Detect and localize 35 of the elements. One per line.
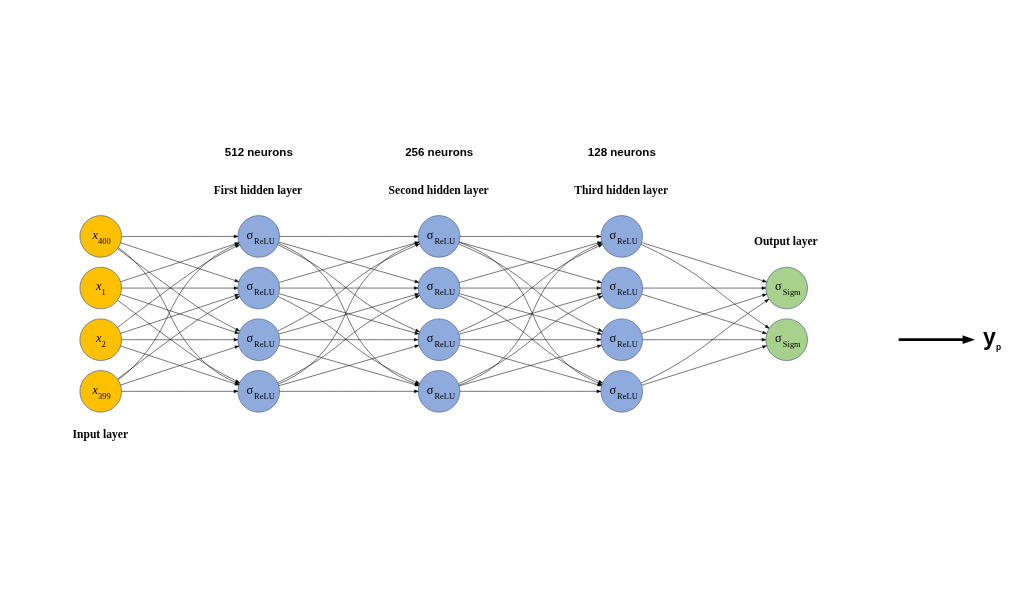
label: 512 neurons: [224, 145, 293, 158]
label: Second hidden layer: [388, 183, 489, 197]
label: Input layer: [72, 427, 129, 441]
label: Third hidden layer: [574, 183, 669, 197]
node-circle: x$_{1}$: [79, 266, 122, 309]
node-text: y$_{p}$: [982, 323, 1002, 352]
arrow: [898, 334, 975, 344]
node-circle: x$_{2}$: [79, 318, 122, 361]
arrow: [278, 241, 420, 283]
arrow: [641, 241, 767, 282]
arrow: [121, 337, 239, 341]
label: Output layer: [753, 234, 818, 248]
arrow: [640, 298, 769, 383]
arrow: [279, 234, 419, 238]
node-circle: x$_{400}$: [79, 214, 122, 258]
arrow: [642, 337, 767, 341]
arrow: [640, 243, 770, 329]
arrow: [121, 285, 239, 290]
arrow: [279, 337, 419, 341]
arrow: [121, 234, 239, 238]
arrow: [642, 285, 767, 290]
label: First hidden layer: [213, 183, 303, 197]
label: 256 neurons: [405, 145, 474, 158]
arrow: [121, 389, 239, 393]
arrow: [459, 337, 602, 341]
arrow: [641, 344, 767, 385]
arrow: [641, 293, 767, 334]
node-circle: x$_{399}$: [79, 369, 122, 413]
arrow: [120, 293, 240, 334]
arrow: [459, 234, 602, 238]
arrow: [459, 389, 602, 393]
label: 128 neurons: [587, 145, 656, 158]
arrow: [279, 389, 419, 393]
arrow: [459, 285, 602, 290]
arrow: [279, 285, 419, 290]
